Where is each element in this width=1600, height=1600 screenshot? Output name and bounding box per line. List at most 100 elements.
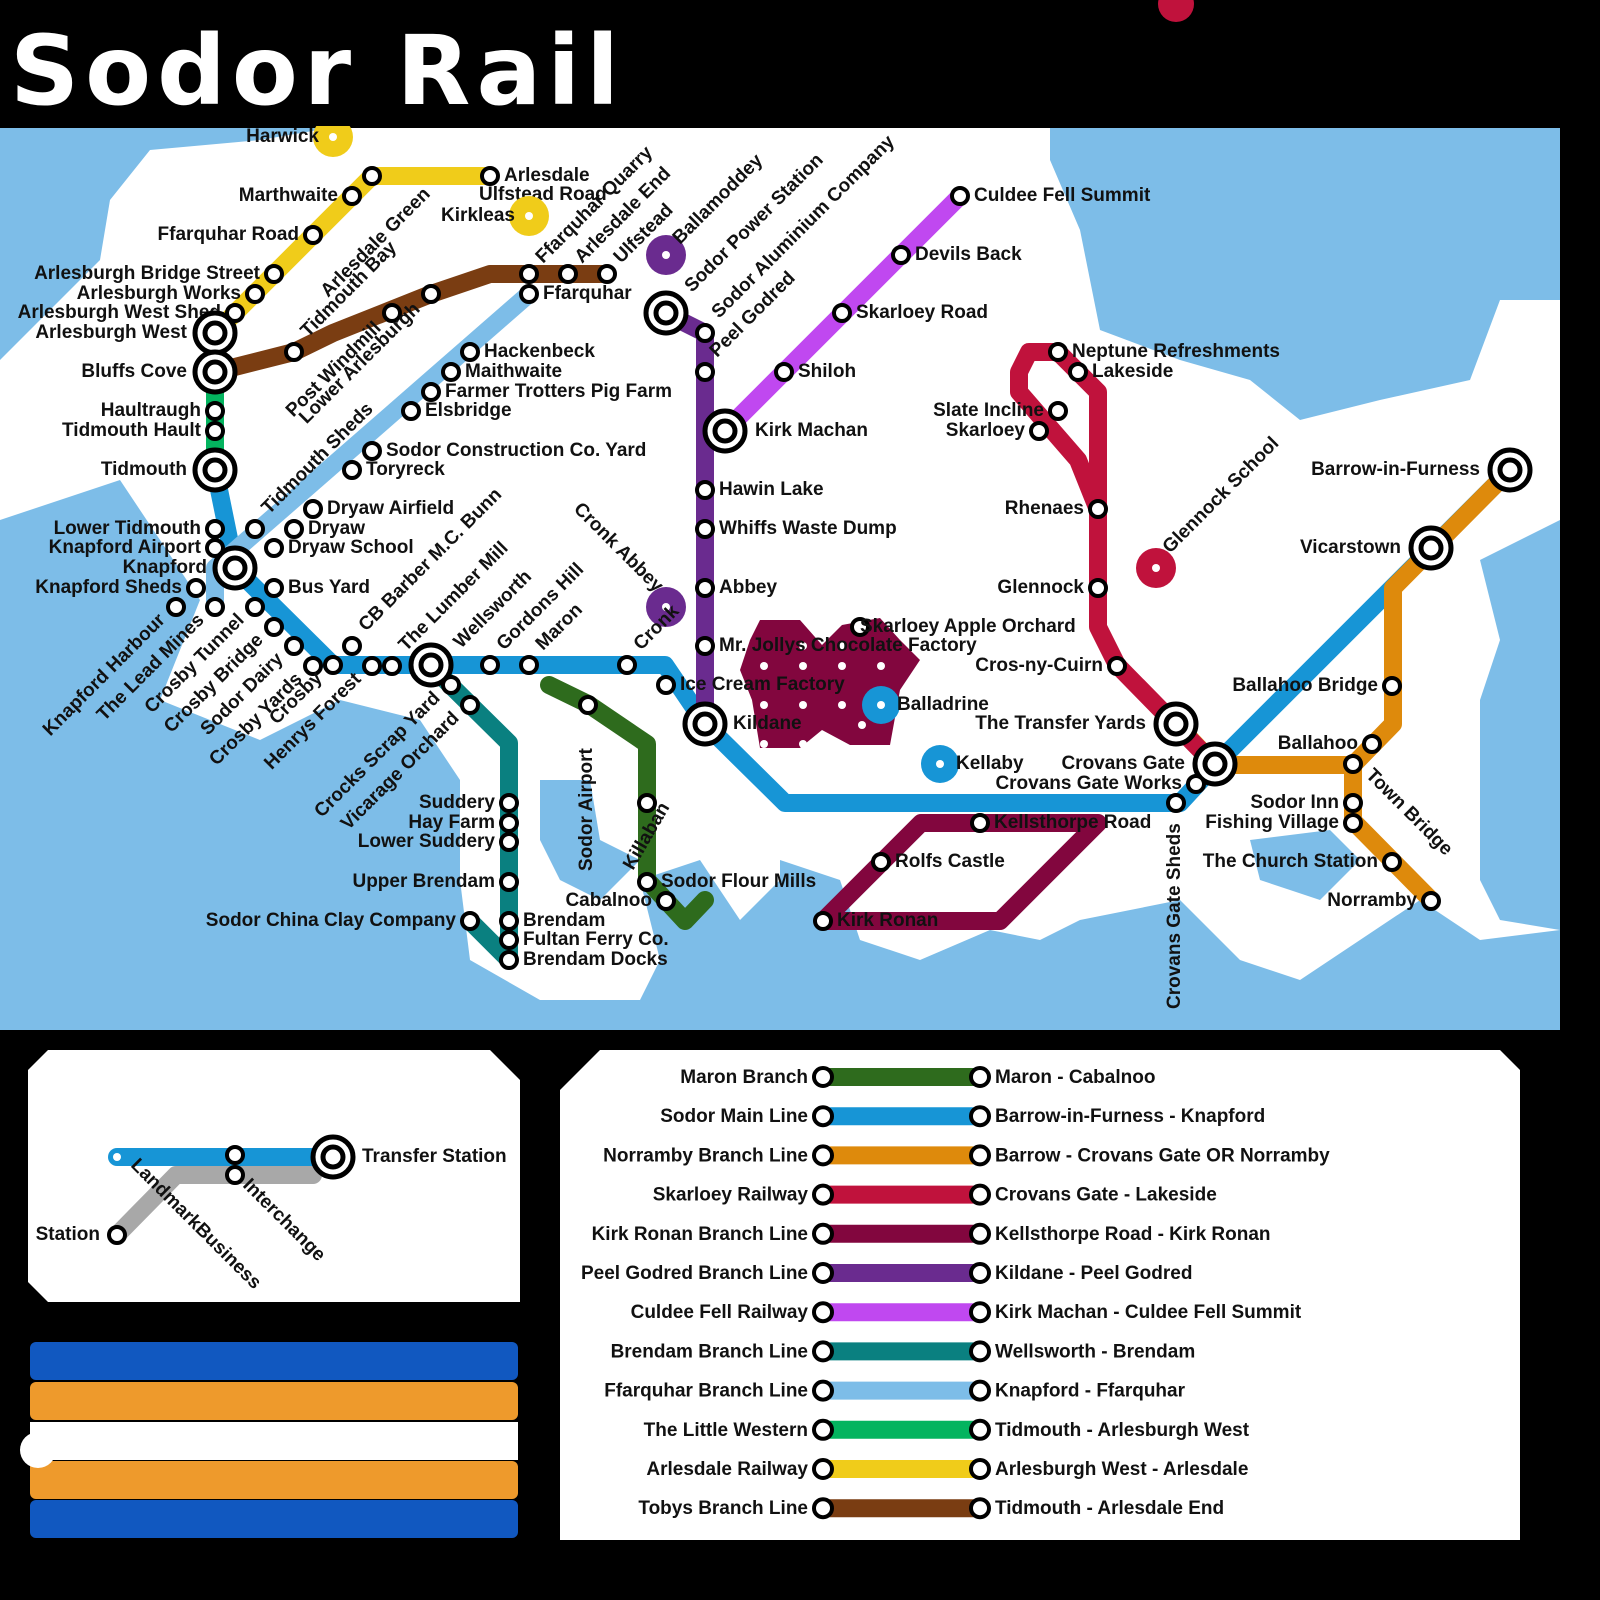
station-lakeside[interactable]: Lakeside (1068, 361, 1173, 382)
station-rolfs-castle[interactable]: Rolfs Castle (871, 851, 1005, 872)
station-devils-back[interactable]: Devils Back (891, 244, 1022, 265)
station-haultraugh[interactable]: Haultraugh (101, 400, 225, 421)
station-abbey[interactable]: Abbey (695, 577, 778, 598)
station-knapford-airport[interactable]: Knapford Airport (49, 537, 225, 558)
station-sodor-china-clay-company[interactable]: Sodor China Clay Company (206, 910, 480, 931)
legend-start-station (812, 1144, 834, 1167)
station-marthwaite[interactable]: Marthwaite (239, 185, 362, 206)
station-label: Harwick (246, 126, 319, 147)
station-cabalnoo[interactable]: Cabalnoo (565, 890, 676, 911)
legend-line-name: Arlesdale Railway (646, 1459, 808, 1480)
station-slate-incline[interactable]: Slate Incline (933, 400, 1068, 421)
station-sodor-inn[interactable]: Sodor Inn (1250, 792, 1363, 813)
station-kirk-ronan[interactable]: Kirk Ronan (813, 910, 938, 931)
station-skarloey[interactable]: Skarloey (946, 420, 1049, 441)
station-ffarquhar-road[interactable]: Ffarquhar Road (158, 224, 323, 245)
key-interchange-top (225, 1145, 245, 1165)
station-kellsthorpe-road[interactable]: Kellsthorpe Road (970, 812, 1151, 833)
station-kellaby[interactable]: Kellaby (921, 745, 1024, 783)
station-marker (1382, 852, 1402, 872)
station-whiffs-waste-dump[interactable]: Whiffs Waste Dump (695, 518, 897, 539)
station-ballahoo[interactable]: Ballahoo (1278, 733, 1382, 754)
station-label: Vicarstown (1300, 537, 1401, 558)
station-sodor-construction-co-yard[interactable]: Sodor Construction Co. Yard (362, 440, 646, 461)
station-dryaw-school[interactable]: Dryaw School (264, 537, 414, 558)
station-crovans-gate-sheds[interactable]: Crovans Gate Sheds (1164, 793, 1186, 1009)
station-label: Arlesdale (504, 165, 590, 186)
station-toryreck[interactable]: Toryreck (342, 459, 445, 480)
station-lower-tidmouth[interactable]: Lower Tidmouth (54, 518, 225, 539)
station-ballahoo-bridge[interactable]: Ballahoo Bridge (1232, 675, 1402, 696)
station-lower-suddery[interactable]: Lower Suddery (358, 831, 519, 852)
station-sodor-flour-mills[interactable]: Sodor Flour Mills (637, 871, 816, 892)
station-marker (480, 166, 500, 186)
station-hay-farm[interactable]: Hay Farm (408, 812, 519, 833)
station-barrow-in-furness[interactable]: Barrow-in-Furness (1311, 447, 1533, 493)
station-hawin-lake[interactable]: Hawin Lake (695, 479, 824, 500)
station-maithwaite[interactable]: Maithwaite (441, 361, 562, 382)
station-crovans-gate-works[interactable]: Crovans Gate Works (995, 773, 1206, 794)
station-arlesburgh-west-shed[interactable]: Arlesburgh West Shed (18, 302, 245, 323)
route-kirk-ronan-branch-line (814, 814, 1107, 930)
station-glennock[interactable]: Glennock (997, 577, 1108, 598)
station-cros-ny-cuirn[interactable]: Cros-ny-Cuirn (975, 655, 1127, 676)
station-culdee-fell-summit[interactable]: Culdee Fell Summit (950, 185, 1151, 206)
station-knapford[interactable]: Knapford (123, 545, 258, 591)
station-marker (480, 655, 500, 675)
station-kildane[interactable]: Kildane (682, 701, 802, 747)
station-hackenbeck[interactable]: Hackenbeck (460, 341, 595, 362)
station-dryaw-airfield[interactable]: Dryaw Airfield (303, 498, 454, 519)
station-tidmouth-hault[interactable]: Tidmouth Hault (62, 420, 225, 441)
station-crovans-gate[interactable]: Crovans Gate (1061, 741, 1238, 787)
station-arlesburgh-bridge-street[interactable]: Arlesburgh Bridge Street (34, 263, 284, 284)
station-upper-brendam[interactable]: Upper Brendam (352, 871, 519, 892)
station-ffarquhar[interactable]: Ffarquhar (519, 283, 632, 304)
station-norramby[interactable]: Norramby (1327, 890, 1441, 911)
station-mr-jollys-chocolate-factory[interactable]: Mr. Jollys Chocolate Factory (695, 635, 977, 656)
station-arlesburgh-works[interactable]: Arlesburgh Works (77, 283, 265, 304)
station-marker (499, 813, 519, 833)
station-balladrine[interactable]: Balladrine (862, 686, 989, 724)
station-rhenaes[interactable]: Rhenaes (1005, 498, 1108, 519)
station-arlesdale[interactable]: Arlesdale (480, 165, 590, 186)
station-the-transfer-yards[interactable]: The Transfer Yards (975, 701, 1199, 747)
station-kirkleas[interactable]: Kirkleas (441, 196, 549, 236)
station-label: Ballahoo (1278, 733, 1358, 754)
station-farmer-trotters-pig-farm[interactable]: Farmer Trotters Pig Farm (421, 381, 672, 402)
station-dryaw[interactable]: Dryaw (284, 518, 365, 539)
station-brendam-docks[interactable]: Brendam Docks (499, 949, 668, 970)
key-interchange-bottom (225, 1165, 245, 1185)
station-suddery[interactable]: Suddery (419, 792, 519, 813)
station-skarloey-road[interactable]: Skarloey Road (832, 302, 988, 323)
factory-dot (760, 740, 768, 748)
station-knapford-sheds[interactable]: Knapford Sheds (35, 577, 206, 598)
station-kirk-machan[interactable]: Kirk Machan (702, 408, 868, 454)
station-skarloey-apple-orchard[interactable]: Skarloey Apple Orchard (850, 616, 1076, 637)
legend-end-station (969, 1144, 991, 1167)
legend-line-route: Crovans Gate - Lakeside (995, 1185, 1217, 1206)
station-harwick[interactable]: Harwick (246, 117, 353, 157)
station-the-church-station[interactable]: The Church Station (1203, 851, 1402, 872)
station-sodor-airport[interactable]: Sodor Airport (576, 695, 598, 871)
station-marker (362, 656, 382, 676)
station-fultan-ferry-co[interactable]: Fultan Ferry Co. (499, 929, 669, 950)
station-neptune-refreshments[interactable]: Neptune Refreshments (1048, 341, 1280, 362)
station-label: Kirk Machan (755, 420, 868, 441)
station-tidmouth[interactable]: Tidmouth (101, 447, 238, 493)
station-marker (1048, 401, 1068, 421)
station-brendam[interactable]: Brendam (499, 910, 605, 931)
station-elsbridge[interactable]: Elsbridge (401, 400, 512, 421)
station-bluffs-cove[interactable]: Bluffs Cove (81, 349, 238, 395)
station-ice-cream-factory[interactable]: Ice Cream Factory (656, 674, 845, 695)
station-bus-yard[interactable]: Bus Yard (264, 577, 370, 598)
station-vicarstown[interactable]: Vicarstown (1300, 525, 1454, 571)
station-shiloh[interactable]: Shiloh (774, 361, 856, 382)
legend-start-station (812, 1458, 834, 1480)
station-marker (460, 342, 480, 362)
station-label: Farmer Trotters Pig Farm (445, 381, 672, 402)
station-arlesburgh-west[interactable]: Arlesburgh West (35, 310, 238, 356)
station-label: Mr. Jollys Chocolate Factory (719, 635, 977, 656)
station-fishing-village[interactable]: Fishing Village (1205, 812, 1363, 833)
